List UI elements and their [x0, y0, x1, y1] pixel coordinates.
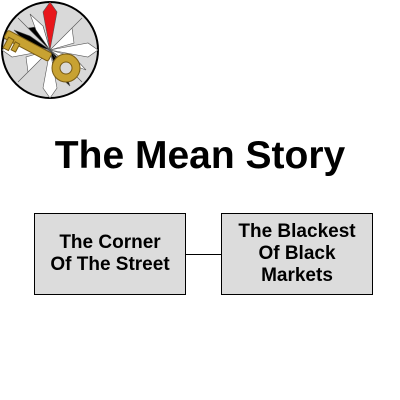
node-label: The Corner Of The Street: [50, 232, 170, 275]
edge-connector: [186, 254, 221, 255]
node-corner-of-the-street: The Corner Of The Street: [34, 213, 186, 295]
compass-key-logo-icon: [1, 1, 99, 99]
node-blackest-of-black-markets: The Blackest Of Black Markets: [221, 213, 373, 295]
diagram-title: The Mean Story: [54, 134, 346, 177]
node-label: The Blackest Of Black Markets: [238, 221, 356, 286]
